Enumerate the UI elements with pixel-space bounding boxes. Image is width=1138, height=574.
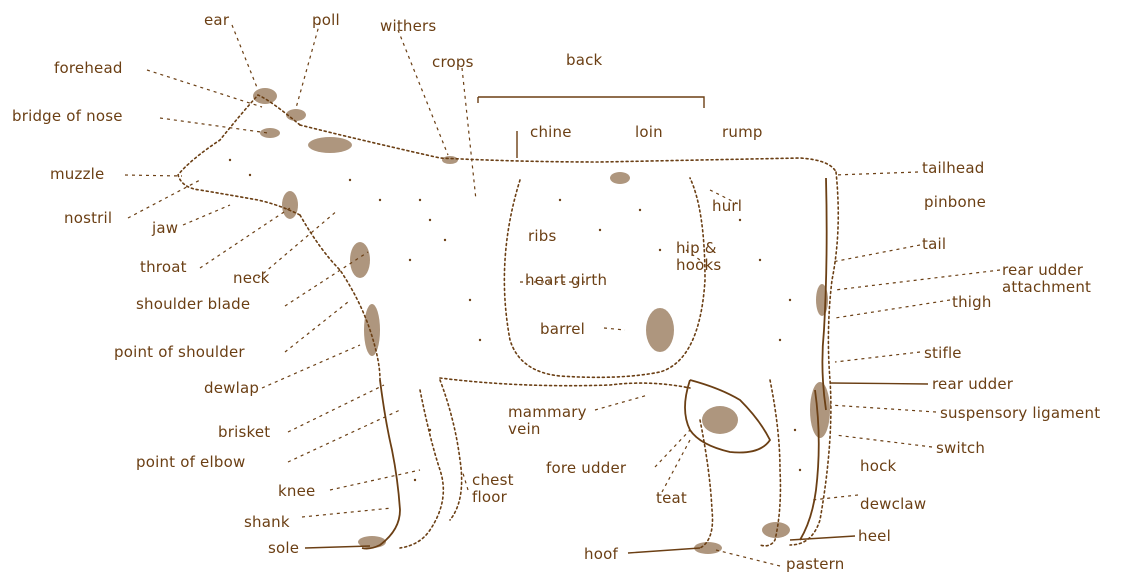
label-stifle: stifle (924, 345, 962, 362)
label-dewclaw: dewclaw (860, 496, 926, 513)
label-rear-udder: rear udder (932, 376, 1013, 393)
label-brisket: brisket (218, 424, 270, 441)
label-nostril: nostril (64, 210, 112, 227)
label-rear-udder-attachment: rear udder attachment (1002, 262, 1091, 296)
label-neck: neck (233, 270, 269, 287)
label-pastern: pastern (786, 556, 844, 573)
label-point-of-shoulder: point of shoulder (114, 344, 245, 361)
label-shank: shank (244, 514, 290, 531)
label-knee: knee (278, 483, 315, 500)
label-heel: heel (858, 528, 891, 545)
label-chest-floor: chest floor (472, 472, 514, 506)
label-hoof: hoof (584, 546, 618, 563)
label-sole: sole (268, 540, 299, 557)
label-ear: ear (204, 12, 229, 29)
label-bridge-of-nose: bridge of nose (12, 108, 123, 125)
label-rump: rump (722, 124, 763, 141)
label-thigh: thigh (952, 294, 992, 311)
label-ribs: ribs (528, 228, 556, 245)
label-tail: tail (922, 236, 946, 253)
label-hip-hooks: hip & hooks (676, 240, 721, 274)
label-dewlap: dewlap (204, 380, 259, 397)
label-chine: chine (530, 124, 572, 141)
label-crops: crops (432, 54, 474, 71)
label-poll: poll (312, 12, 340, 29)
label-suspensory-ligament: suspensory ligament (940, 405, 1100, 422)
label-fore-udder: fore udder (546, 460, 626, 477)
label-muzzle: muzzle (50, 166, 104, 183)
label-mammary-vein: mammary vein (508, 404, 587, 438)
leader-lines (125, 22, 1000, 566)
label-teat: teat (656, 490, 687, 507)
label-switch: switch (936, 440, 985, 457)
label-point-of-elbow: point of elbow (136, 454, 245, 471)
label-heart-girth: heart girth (525, 272, 607, 289)
label-hurl: hurl (712, 198, 742, 215)
label-forehead: forehead (54, 60, 123, 77)
label-loin: loin (635, 124, 663, 141)
back-bracket (478, 97, 704, 108)
label-pinbone: pinbone (924, 194, 986, 211)
label-tailhead: tailhead (922, 160, 984, 177)
label-barrel: barrel (540, 321, 585, 338)
label-hock: hock (860, 458, 896, 475)
label-withers: withers (380, 18, 436, 35)
label-throat: throat (140, 259, 187, 276)
label-shoulder-blade: shoulder blade (136, 296, 250, 313)
label-back: back (566, 52, 602, 69)
label-jaw: jaw (152, 220, 178, 237)
